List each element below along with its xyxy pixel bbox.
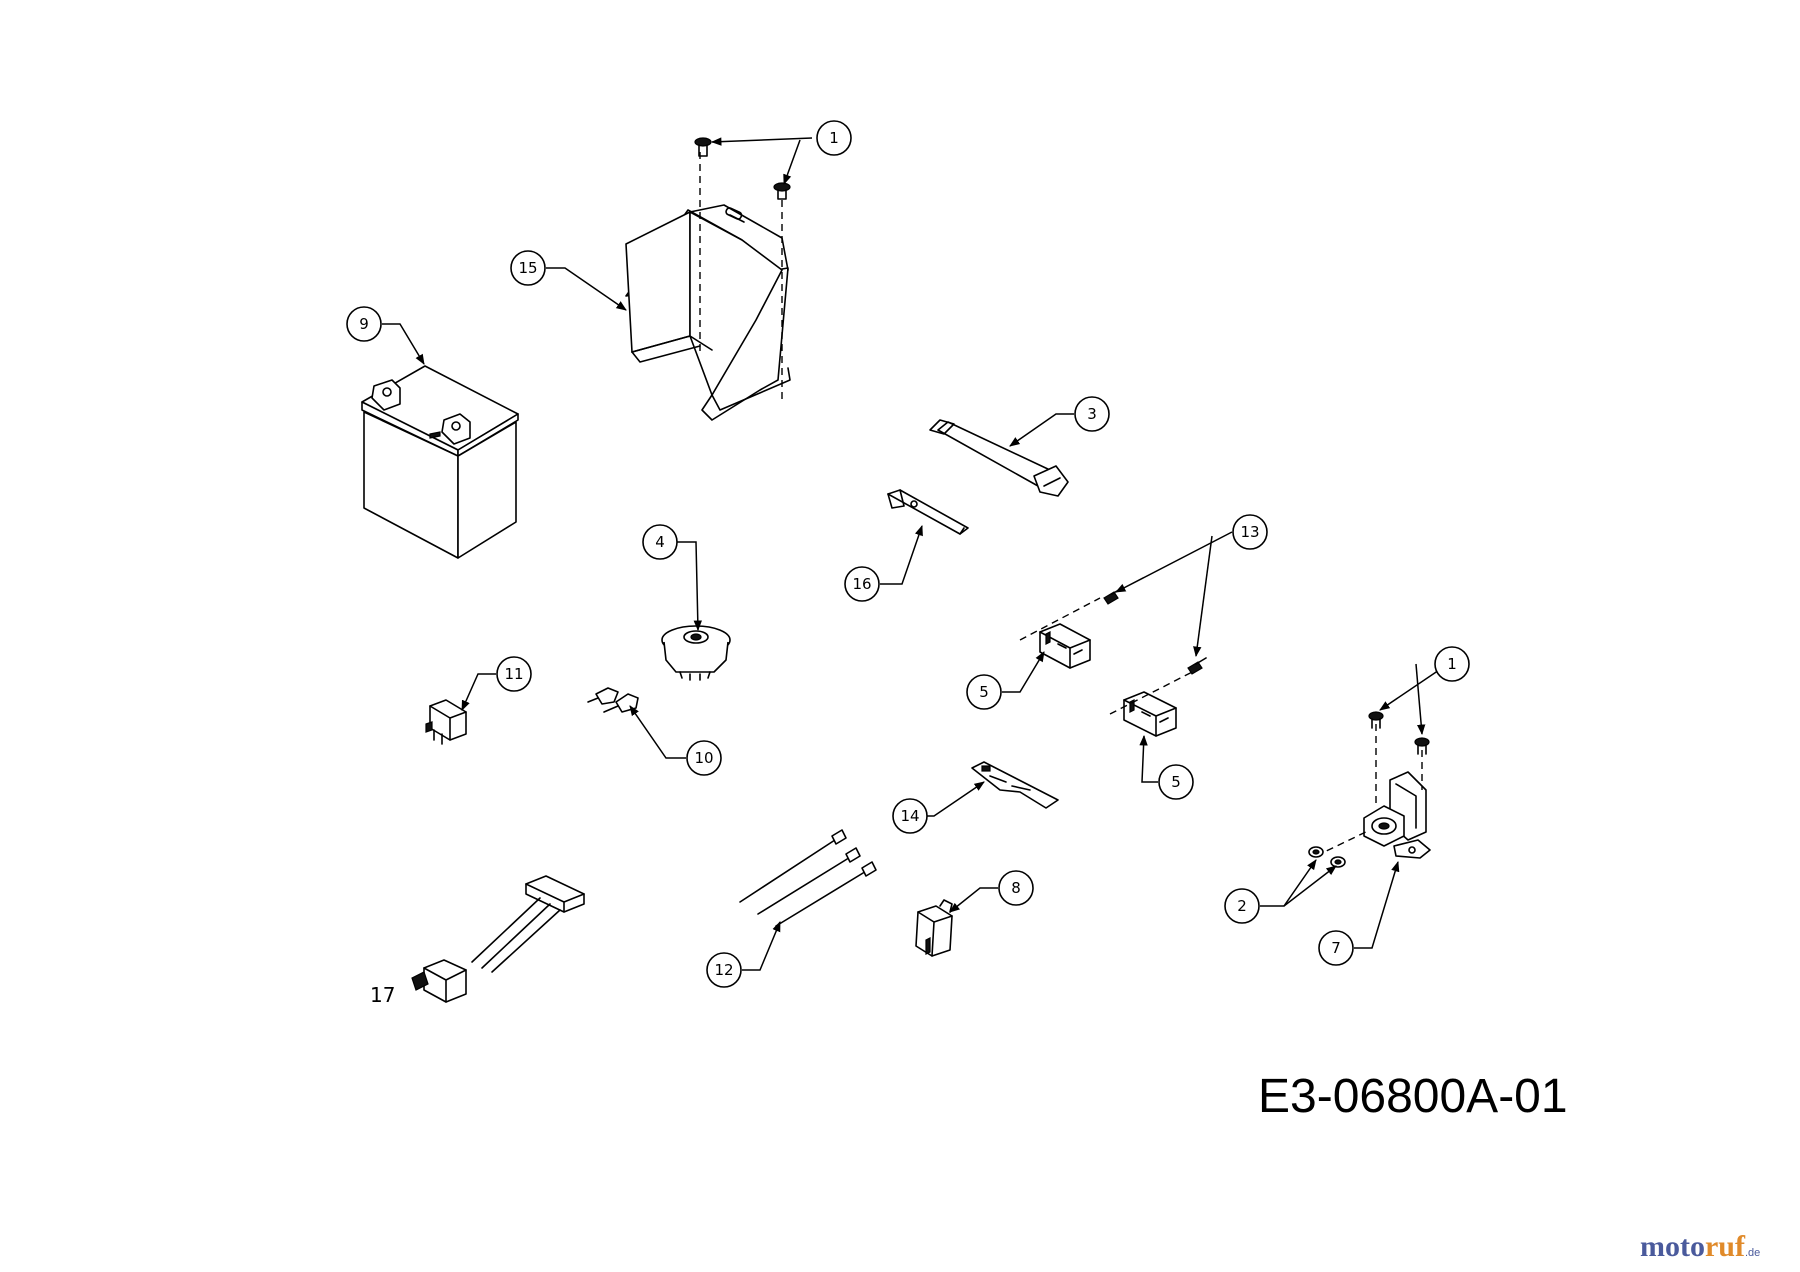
label-17: 17 xyxy=(370,983,395,1007)
callout-5-lower: 5 xyxy=(1158,764,1194,800)
callout-12: 12 xyxy=(706,952,742,988)
screw-icon xyxy=(1414,737,1430,755)
plunger-switch-part-8 xyxy=(915,899,953,957)
callout-label: 10 xyxy=(694,749,713,767)
cable-ties-part-12 xyxy=(739,829,877,927)
callout-label: 5 xyxy=(1171,773,1181,791)
callout-label: 2 xyxy=(1237,897,1247,915)
relay-part-5-lower xyxy=(1123,691,1177,737)
light-switch-part-7 xyxy=(1315,712,1431,859)
callout-5-upper: 5 xyxy=(966,674,1002,710)
callout-label: 14 xyxy=(900,807,919,825)
svg-text:motoruf.de: motoruf.de xyxy=(1640,1230,1760,1263)
callout-11: 11 xyxy=(496,656,532,692)
strap-part-3 xyxy=(929,419,1069,497)
leader-lines xyxy=(382,137,1449,971)
keys-part-10 xyxy=(587,687,639,713)
watermark-suffix: .de xyxy=(1745,1247,1760,1259)
callout-14: 14 xyxy=(892,798,928,834)
callout-label: 3 xyxy=(1087,405,1097,423)
watermark-part1: moto xyxy=(1640,1230,1705,1263)
callout-label: 12 xyxy=(714,961,733,979)
callout-3: 3 xyxy=(1074,396,1110,432)
switch-part-11 xyxy=(425,699,467,745)
callout-label: 7 xyxy=(1331,939,1341,957)
wire-harness-part-17 xyxy=(411,875,585,1003)
callout-7: 7 xyxy=(1318,930,1354,966)
screw-icon xyxy=(773,182,791,200)
screw-icon xyxy=(694,137,712,157)
plate-part-14 xyxy=(971,761,1059,809)
relay-part-5-upper xyxy=(1039,623,1091,669)
callout-4: 4 xyxy=(642,524,678,560)
callout-label: 15 xyxy=(518,259,537,277)
callout-label: 1 xyxy=(829,129,839,147)
nut-icon xyxy=(1308,846,1324,858)
callout-9: 9 xyxy=(346,306,382,342)
callout-15: 15 xyxy=(510,250,546,286)
callout-label: 13 xyxy=(1240,523,1259,541)
callout-8: 8 xyxy=(998,870,1034,906)
callout-16: 16 xyxy=(844,566,880,602)
callout-label: 9 xyxy=(359,315,369,333)
callout-label: 8 xyxy=(1011,879,1021,897)
callout-1-right: 1 xyxy=(1434,646,1470,682)
callout-label: 11 xyxy=(504,665,523,683)
drawing-number: E3-06800A-01 xyxy=(1258,1070,1568,1123)
bracket-part-15 xyxy=(625,137,791,421)
nut-icon xyxy=(1330,856,1346,868)
callout-10: 10 xyxy=(686,740,722,776)
watermark-part2: ruf xyxy=(1705,1230,1746,1263)
ignition-switch-part-4 xyxy=(661,625,731,681)
callout-label: 4 xyxy=(655,533,665,551)
callout-label: 1 xyxy=(1447,655,1457,673)
battery-part-9 xyxy=(361,365,519,559)
screw-icon xyxy=(1187,657,1207,675)
holddown-part-16 xyxy=(887,489,969,535)
callout-label: 16 xyxy=(852,575,871,593)
watermark-logo: motoruf.de xyxy=(1640,1230,1760,1263)
callout-13: 13 xyxy=(1232,514,1268,550)
callout-1-top: 1 xyxy=(816,120,852,156)
callout-label: 5 xyxy=(979,683,989,701)
callout-2: 2 xyxy=(1224,888,1260,924)
screw-icon xyxy=(1368,711,1384,729)
